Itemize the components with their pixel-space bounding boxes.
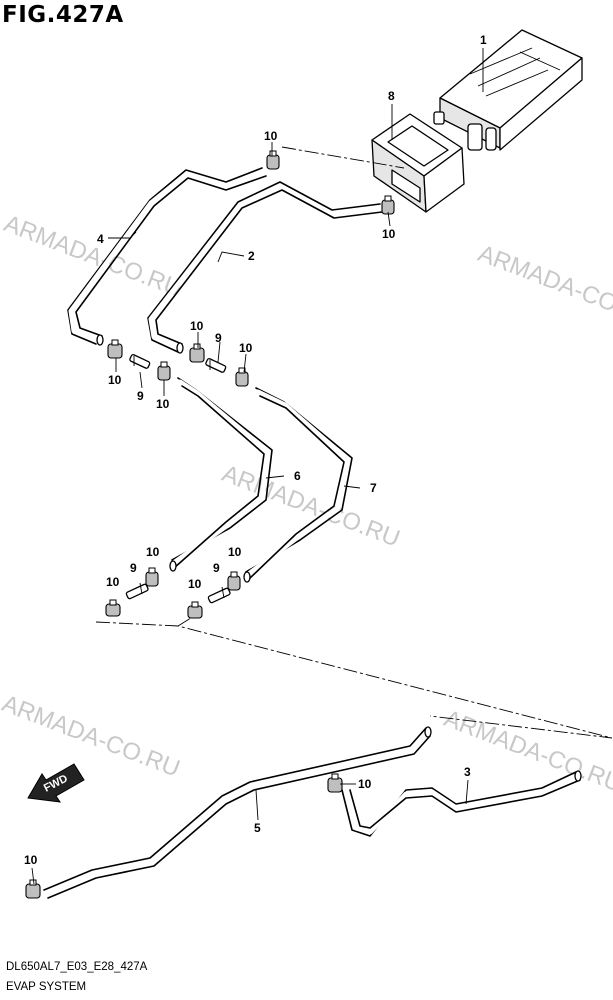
callout-10: 10 bbox=[382, 227, 396, 241]
clamp-part-10 bbox=[145, 567, 159, 587]
hose-part-5 bbox=[43, 726, 432, 899]
callout-10: 10 bbox=[228, 545, 242, 559]
clamp-part-10 bbox=[235, 367, 249, 387]
callout-6: 6 bbox=[294, 469, 301, 483]
callout-9: 9 bbox=[213, 561, 220, 575]
hose-part-2 bbox=[147, 181, 383, 354]
joint-part-9 bbox=[205, 358, 227, 373]
clamp-part-10 bbox=[25, 879, 41, 899]
callout-10: 10 bbox=[24, 853, 38, 867]
clamp-part-10 bbox=[327, 773, 343, 793]
callout-5: 5 bbox=[254, 821, 261, 835]
assembly-line bbox=[95, 621, 613, 739]
clamp-part-10 bbox=[227, 571, 241, 591]
callout-10: 10 bbox=[146, 545, 160, 559]
callout-8: 8 bbox=[388, 89, 395, 103]
fwd-direction-badge: FWD bbox=[27, 763, 85, 803]
clamp-part-10 bbox=[187, 601, 203, 619]
canister-part-1 bbox=[433, 29, 583, 151]
clamp-part-10 bbox=[105, 599, 121, 617]
drawing-code: DL650AL7_E03_E28_427A bbox=[6, 961, 148, 973]
callout-10: 10 bbox=[358, 777, 372, 791]
callout-10: 10 bbox=[190, 319, 204, 333]
callout-9: 9 bbox=[215, 331, 222, 345]
callout-9: 9 bbox=[130, 561, 137, 575]
figure-title: FIG.427A bbox=[2, 2, 124, 28]
callout-1: 1 bbox=[480, 33, 487, 47]
clamp-part-10 bbox=[266, 150, 280, 170]
bracket-part-8 bbox=[371, 113, 465, 213]
hose-part-4 bbox=[67, 167, 267, 346]
callout-7: 7 bbox=[370, 481, 377, 495]
joint-part-9 bbox=[129, 354, 151, 369]
callout-4: 4 bbox=[97, 232, 104, 246]
hose-part-7 bbox=[243, 387, 353, 583]
clamp-part-10 bbox=[157, 361, 171, 381]
clamp-part-10 bbox=[189, 343, 205, 363]
system-name: EVAP SYSTEM bbox=[6, 981, 87, 993]
callout-3: 3 bbox=[464, 765, 471, 779]
assembly-line bbox=[177, 615, 195, 627]
clamp-part-10 bbox=[381, 195, 395, 215]
callout-10: 10 bbox=[106, 575, 120, 589]
callout-10: 10 bbox=[264, 129, 278, 143]
joint-part-9 bbox=[207, 586, 231, 604]
joint-part-9 bbox=[125, 582, 149, 600]
callout-10: 10 bbox=[188, 577, 202, 591]
clamp-part-10 bbox=[107, 339, 123, 359]
assembly-line bbox=[281, 146, 405, 169]
callout-2: 2 bbox=[248, 249, 255, 263]
callout-9: 9 bbox=[137, 389, 144, 403]
callout-10: 10 bbox=[156, 397, 170, 411]
callout-10: 10 bbox=[108, 373, 122, 387]
hose-part-6 bbox=[169, 377, 273, 572]
hose-part-3 bbox=[341, 770, 582, 837]
callout-10: 10 bbox=[239, 341, 253, 355]
